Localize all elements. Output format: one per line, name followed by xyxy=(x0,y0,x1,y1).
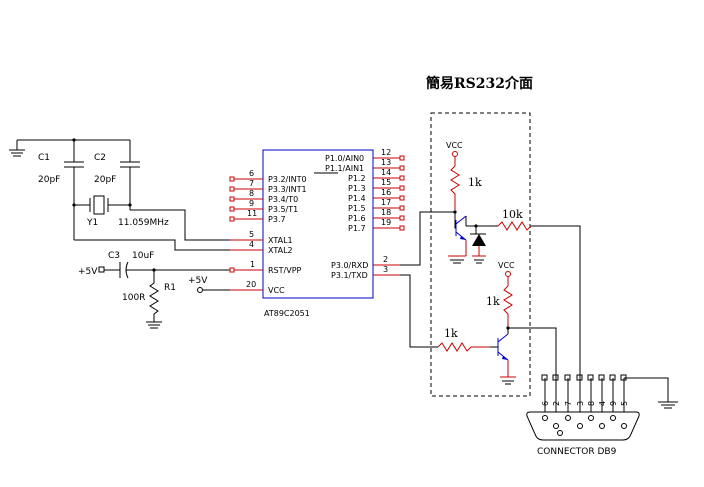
diagram-title: 簡易RS232介面 xyxy=(426,75,533,92)
r-1k-label-top: 1k xyxy=(468,176,482,189)
crystal-y1 xyxy=(74,195,130,215)
pin-p10-ain0: P1.0/AIN0 xyxy=(325,154,364,163)
pin-p32-int0: P3.2/INT0 xyxy=(268,175,307,184)
svg-text:17: 17 xyxy=(381,198,391,207)
svg-text:16: 16 xyxy=(381,188,391,197)
c1-value: 20pF xyxy=(38,175,60,185)
r-1k-label-right: 1k xyxy=(486,295,500,308)
pin-p14: P1.4 xyxy=(348,194,366,203)
svg-text:19: 19 xyxy=(381,218,391,227)
pin-rst-vpp: RST/VPP xyxy=(268,266,302,275)
pin-vcc: VCC xyxy=(268,286,285,295)
svg-text:4: 4 xyxy=(249,240,254,249)
svg-text:18: 18 xyxy=(381,208,391,217)
r-10k-label: 10k xyxy=(502,208,523,221)
db9-connector-label: CONNECTOR DB9 xyxy=(537,447,617,457)
vcc-label-2: VCC xyxy=(498,261,515,270)
pin-p17: P1.7 xyxy=(348,224,366,233)
svg-text:4: 4 xyxy=(598,401,607,406)
rs232-interface-box xyxy=(430,112,531,397)
svg-text:7: 7 xyxy=(249,179,254,188)
c1-name: C1 xyxy=(38,153,50,163)
svg-text:5: 5 xyxy=(249,230,254,239)
pin-p31-txd: P3.1/TXD xyxy=(331,271,368,280)
svg-text:5: 5 xyxy=(620,401,629,406)
svg-text:7: 7 xyxy=(564,401,573,406)
ground-symbol-q2 xyxy=(500,376,516,385)
svg-text:6: 6 xyxy=(249,169,254,178)
transistor-q1 xyxy=(455,215,467,241)
svg-text:6: 6 xyxy=(541,401,550,406)
chip-right-pins: 12 P1.0/AIN0 13 P1.1/AIN1 14 P1.2 15 P1.… xyxy=(325,148,405,280)
svg-text:12: 12 xyxy=(381,148,391,157)
chip-left-pins: 6 P3.2/INT0 7 P3.3/INT1 8 P3.4/T0 9 P3.5… xyxy=(229,169,338,295)
svg-text:15: 15 xyxy=(381,178,391,187)
svg-text:2: 2 xyxy=(552,401,561,406)
c3-value: 10uF xyxy=(132,251,154,261)
svg-text:20: 20 xyxy=(246,280,256,289)
db9-pin-stubs: 6 2 7 3 8 4 9 5 xyxy=(541,374,629,412)
svg-text:3: 3 xyxy=(576,401,585,406)
diode xyxy=(470,226,486,264)
c2-name: C2 xyxy=(94,153,106,163)
db9-pin-holes xyxy=(542,415,627,436)
ground-symbol-left xyxy=(9,140,25,157)
svg-text:14: 14 xyxy=(381,168,391,177)
svg-text:8: 8 xyxy=(587,401,596,406)
r-1k-label-bottom: 1k xyxy=(444,327,458,340)
vcc-label-1: VCC xyxy=(446,141,463,150)
resistor-1k-top xyxy=(450,165,460,210)
transistor-q2 xyxy=(490,333,509,361)
y1-name: Y1 xyxy=(86,218,98,228)
resistor-10k xyxy=(497,221,532,231)
pin-xtal2: XTAL2 xyxy=(268,246,293,255)
pin-xtal1: XTAL1 xyxy=(268,236,293,245)
pin-p34-t0: P3.4/T0 xyxy=(268,195,298,204)
capacitor-c1 xyxy=(64,140,84,240)
plus5v-label-b: +5V xyxy=(188,276,208,286)
capacitor-c2 xyxy=(120,140,140,210)
pin-p12: P1.2 xyxy=(348,174,366,183)
svg-text:3: 3 xyxy=(383,265,388,274)
chip-part-label: AT89C2051 xyxy=(264,309,310,318)
svg-text:9: 9 xyxy=(609,401,618,406)
resistor-1k-bottom xyxy=(437,342,490,352)
r1-value: 100R xyxy=(122,293,145,303)
pin-p30-rxd: P3.0/RXD xyxy=(331,261,368,270)
r1-name: R1 xyxy=(164,283,176,293)
svg-text:13: 13 xyxy=(381,158,391,167)
pin-p11-ain1: P1.1/AIN1 xyxy=(325,164,364,173)
y1-value: 11.059MHz xyxy=(118,218,169,228)
resistor-1k-right xyxy=(503,285,513,328)
pin-p33-int1: P3.3/INT1 xyxy=(268,185,307,194)
svg-text:1: 1 xyxy=(250,260,255,269)
c3-name: C3 xyxy=(108,251,120,261)
chip-body xyxy=(262,149,374,299)
svg-text:11: 11 xyxy=(247,209,257,218)
pin-p13: P1.3 xyxy=(348,184,366,193)
svg-text:8: 8 xyxy=(249,189,254,198)
c2-value: 20pF xyxy=(94,175,116,185)
ground-symbol-q1 xyxy=(448,255,466,264)
ground-symbol-db9 xyxy=(658,401,678,409)
resistor-r1 xyxy=(149,270,159,322)
pin-p37: P3.7 xyxy=(268,215,286,224)
ground-symbol-r1 xyxy=(146,321,162,329)
pin-p16: P1.6 xyxy=(348,214,366,223)
plus5v-label-a: +5V xyxy=(78,267,98,277)
pin-p35-t1: P3.5/T1 xyxy=(268,205,298,214)
db9-connector-body xyxy=(526,411,640,441)
svg-text:9: 9 xyxy=(249,199,254,208)
pin-p15: P1.5 xyxy=(348,204,366,213)
svg-text:2: 2 xyxy=(383,255,388,264)
